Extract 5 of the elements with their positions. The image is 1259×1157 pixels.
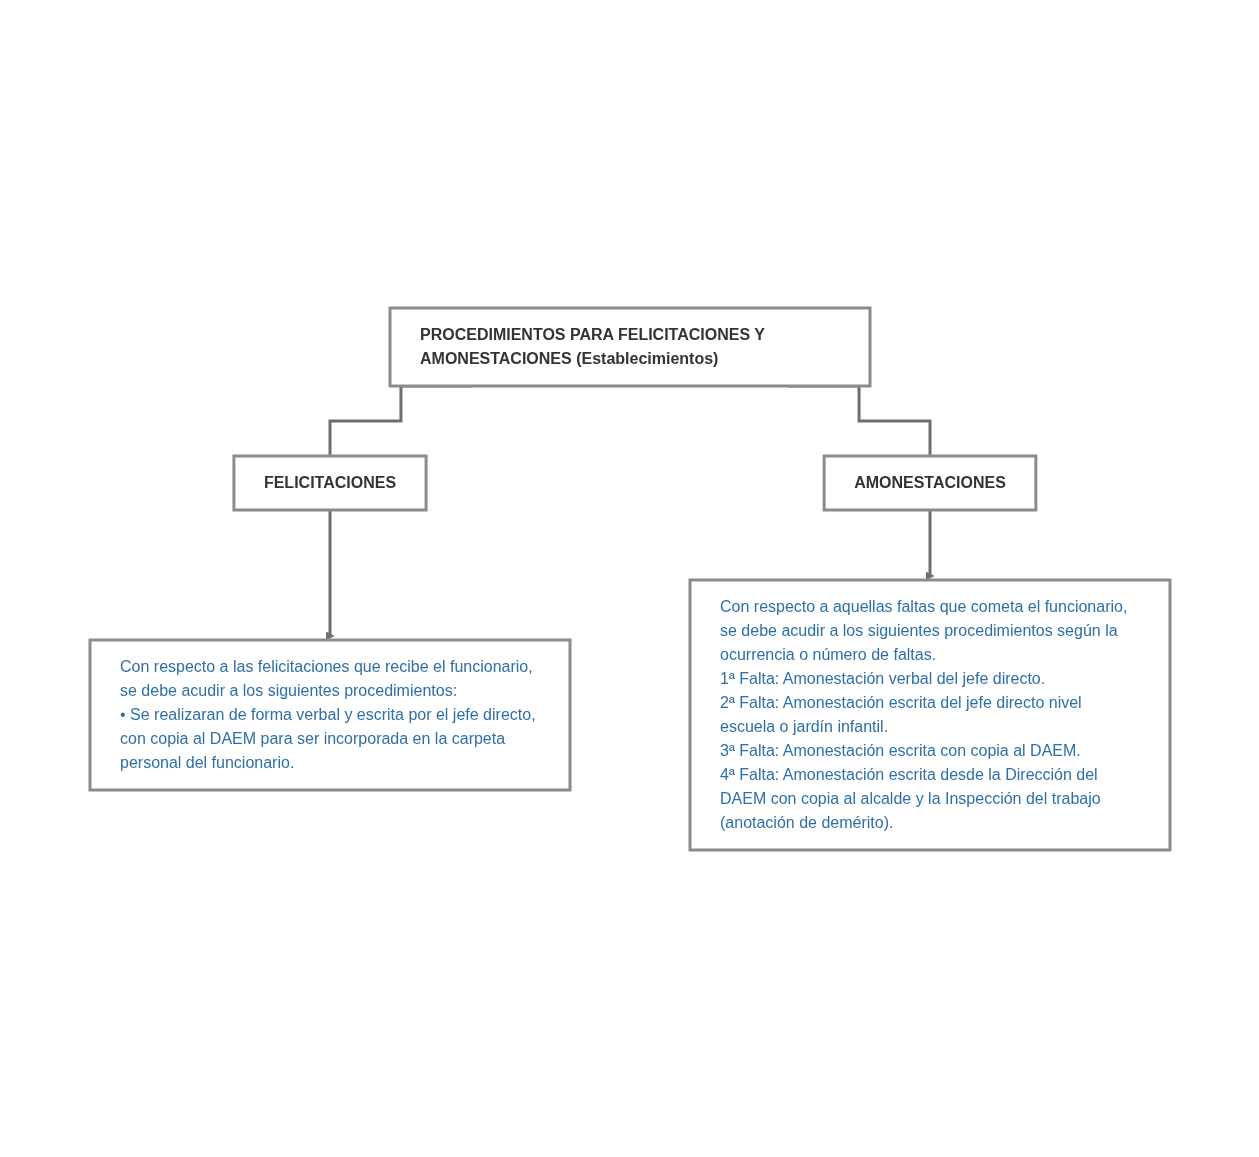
node-box: FELICITACIONES <box>231 454 428 511</box>
node-box: AMONESTACIONES <box>822 454 1037 511</box>
node-box: Con respecto a aquellas faltas que cometa el funcionario, se debe acudir a los siguientes procedimientos según la ocurrencia o número de faltas. 1ª Falta: Amonestación verbal del jefe directo. 2ª Falta: Amonestación escrita del jefe directo nivel escuela o jardín infantil. 3ª Falta: Amonestación escrita con copia al DAEM. 4ª Falta: Amonestación escrita desde la Dirección del DAEM con copia al alcalde y la Inspección del trabajo (anotación de demérito). <box>688 578 1171 851</box>
node-box: Con respecto a las felicitaciones que recibe el funcionario, se debe acudir a los siguientes procedimientos: • Se realizaran de forma verbal y escrita por el jefe directo, con copia al DAEM para ser incorporada en la carpeta personal del funcionario. <box>88 638 571 791</box>
node-box: PROCEDIMIENTOS PARA FELICITACIONES Y AMONESTACIONES (Establecimientos) <box>388 306 871 387</box>
